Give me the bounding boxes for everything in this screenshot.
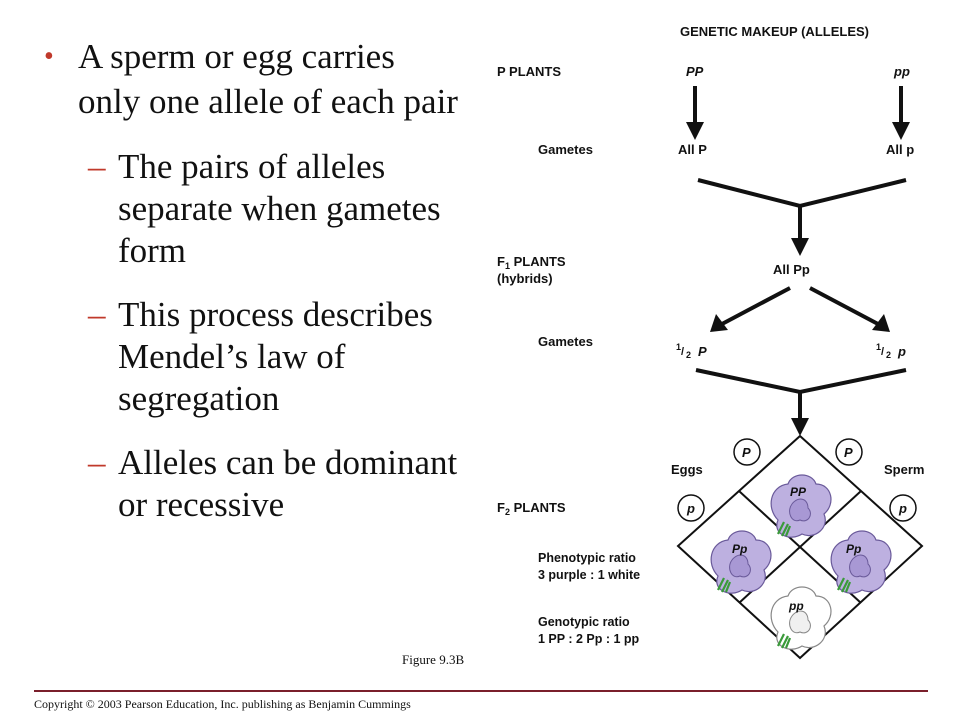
arrow-down-icon (892, 86, 910, 140)
all-Pp-label: All Pp (773, 262, 810, 277)
half-slash: / (681, 346, 684, 358)
dash-icon: – (88, 147, 106, 186)
bullet-dot-icon: • (44, 41, 54, 72)
half-num: 1 (876, 342, 881, 352)
f1-hybrids-label: (hybrids) (497, 271, 553, 286)
cell-Pp-left-label: Pp (732, 542, 747, 556)
cell-pp-label: pp (788, 599, 804, 613)
footer-divider (34, 690, 928, 692)
diagram-header: GENETIC MAKEUP (ALLELES) (680, 24, 869, 39)
sperm-allele-P: P (835, 438, 863, 466)
half-p-text: p (897, 344, 906, 359)
purple-flower-icon (710, 529, 773, 595)
p-plants-label: P PLANTS (497, 64, 561, 79)
phenotypic-ratio-value: 3 purple : 1 white (538, 568, 640, 582)
dash-icon: – (88, 443, 106, 482)
dash-icon: – (88, 295, 106, 334)
f2-letter: F (497, 500, 505, 515)
cell-PP-label: PP (790, 485, 807, 499)
pp-dominant-label: PP (686, 64, 704, 79)
arrow-down-icon (686, 86, 704, 140)
sperm-label: Sperm (884, 462, 924, 477)
f2-rest: PLANTS (510, 500, 566, 515)
f2-subscript: 2 (505, 507, 510, 517)
all-P-label: All P (678, 142, 707, 157)
half-p-label: 1 / 2 p (876, 342, 906, 360)
half-P-text: P (698, 344, 707, 359)
gametes-label-1: Gametes (538, 142, 593, 157)
main-bullet-text: A sperm or egg carries only one allele o… (78, 37, 458, 121)
phenotypic-ratio-title: Phenotypic ratio (538, 551, 636, 565)
sperm-allele-p: p (889, 494, 917, 522)
sub-bullet-1: – The pairs of alleles separate when gam… (44, 146, 464, 272)
f1-plants-label: F1 PLANTS (497, 254, 566, 271)
f1-letter: F (497, 254, 505, 269)
main-bullet: • A sperm or egg carries only one allele… (44, 34, 464, 124)
egg-allele-P: P (733, 438, 761, 466)
sub-bullet-text: This process describes Mendel’s law of s… (118, 295, 433, 418)
cell-Pp-right-label: Pp (846, 542, 861, 556)
sub-bullet-2: – This process describes Mendel’s law of… (44, 294, 464, 420)
all-p-label: All p (886, 142, 914, 157)
egg-allele-p-text: p (686, 501, 695, 516)
half-den: 2 (686, 350, 691, 360)
white-flower-icon (770, 585, 833, 651)
egg-allele-p: p (677, 494, 705, 522)
pp-recessive-label: pp (893, 64, 910, 79)
gametes-label-2: Gametes (538, 334, 593, 349)
purple-flower-icon (830, 529, 893, 595)
sperm-allele-P-text: P (844, 445, 853, 460)
half-num: 1 (676, 342, 681, 352)
f1-subscript: 1 (505, 261, 510, 271)
half-P-label: 1 / 2 P (676, 342, 707, 360)
sub-bullet-3: – Alleles can be dominant or recessive (44, 442, 464, 526)
bullet-list: • A sperm or egg carries only one allele… (44, 34, 464, 548)
f2-plants-label: F2 PLANTS (497, 500, 566, 517)
figure-caption: Figure 9.3B (402, 652, 465, 667)
f1-rest: PLANTS (510, 254, 566, 269)
sub-bullet-text: The pairs of alleles separate when gamet… (118, 147, 441, 270)
sperm-allele-p-text: p (898, 501, 907, 516)
half-slash: / (881, 346, 884, 358)
egg-allele-P-text: P (742, 445, 751, 460)
genotypic-ratio-title: Genotypic ratio (538, 615, 630, 629)
merge-arrow-icon (697, 178, 907, 256)
eggs-label: Eggs (671, 462, 703, 477)
half-den: 2 (886, 350, 891, 360)
copyright-notice: Copyright © 2003 Pearson Education, Inc.… (34, 697, 411, 711)
diverge-arrow-icon (710, 286, 890, 332)
merge-arrow-icon (695, 368, 907, 436)
genotypic-ratio-value: 1 PP : 2 Pp : 1 pp (538, 632, 640, 646)
sub-bullet-text: Alleles can be dominant or recessive (118, 443, 458, 524)
